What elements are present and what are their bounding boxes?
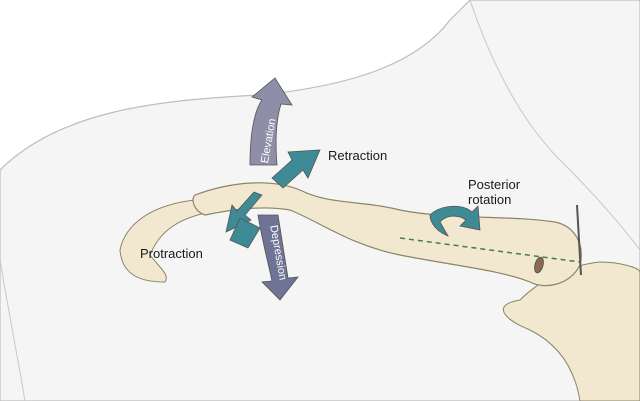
joint-marker <box>534 256 544 274</box>
protraction-arrow-tail <box>229 217 261 249</box>
protraction-arrow <box>225 191 263 233</box>
posterior-rotation-label-line2: rotation <box>468 192 512 207</box>
depression-arrow <box>257 214 299 301</box>
clavicle-bone <box>192 182 582 287</box>
posterior-rotation-arrow <box>429 205 481 237</box>
rotation-axis-line <box>399 237 581 263</box>
protraction-label: Protraction <box>140 246 203 261</box>
posterior-rotation-label-line1: Posterior <box>468 177 521 192</box>
acromion-bone <box>119 199 212 283</box>
retraction-label: Retraction <box>328 148 388 163</box>
retraction-arrow <box>271 149 321 189</box>
elevation-arrow <box>249 77 293 166</box>
axis-pin <box>576 204 582 276</box>
arm-contour <box>0 259 26 401</box>
neck-contour <box>469 0 640 251</box>
